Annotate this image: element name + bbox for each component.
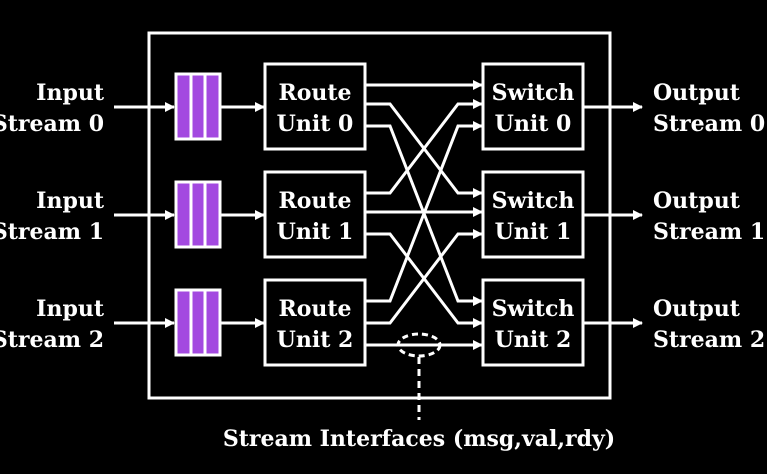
route-unit-2-line2: Unit 2 <box>277 327 354 353</box>
route-unit-0-line1: Route <box>278 80 351 106</box>
queue-0 <box>174 72 222 141</box>
route-unit-1-line2: Unit 1 <box>277 219 354 245</box>
switch-unit-0-line1: Switch <box>492 80 575 106</box>
queue-2 <box>174 288 222 357</box>
route-unit-1: Route Unit 1 <box>263 170 367 259</box>
wire-r2-s1 <box>366 229 483 325</box>
switch-unit-2-line2: Unit 2 <box>495 327 572 353</box>
output-stream-1-line1: Output <box>653 188 741 214</box>
queue-1 <box>174 180 222 249</box>
output-stream-0-line1: Output <box>653 80 741 106</box>
stream-interface-annotation: Stream Interfaces (msg,val,rdy) <box>223 426 615 452</box>
input-stream-0-line1: Input <box>36 80 105 106</box>
input-stream-2-line2: Stream 2 <box>0 327 104 353</box>
switch-unit-1-line2: Unit 1 <box>495 219 572 245</box>
input-stream-1-label: Input Stream 1 <box>0 188 105 245</box>
input-stream-1-line1: Input <box>36 188 105 214</box>
output-stream-1-line2: Stream 1 <box>653 219 765 245</box>
output-stream-2-line2: Stream 2 <box>653 327 765 353</box>
input-stream-0-label: Input Stream 0 <box>0 80 105 137</box>
switch-unit-1: Switch Unit 1 <box>481 170 585 259</box>
output-stream-0-line2: Stream 0 <box>653 111 765 137</box>
input-stream-2-label: Input Stream 2 <box>0 296 105 353</box>
switch-unit-0-line2: Unit 0 <box>495 111 572 137</box>
switch-unit-1-line1: Switch <box>492 188 575 214</box>
wire-r2-s0 <box>366 121 483 303</box>
output-stream-2-line1: Output <box>653 296 741 322</box>
crossbar-wires <box>366 80 483 350</box>
switch-unit-2-line1: Switch <box>492 296 575 322</box>
switch-unit-0: Switch Unit 0 <box>481 62 585 151</box>
output-stream-0-label: Output Stream 0 <box>653 80 765 137</box>
input-stream-1-line2: Stream 1 <box>0 219 104 245</box>
output-stream-1-label: Output Stream 1 <box>653 188 765 245</box>
input-stream-0-line2: Stream 0 <box>0 111 104 137</box>
route-unit-2: Route Unit 2 <box>263 278 367 367</box>
input-stream-2-line1: Input <box>36 296 105 322</box>
stream-interface-ellipse <box>396 332 442 358</box>
route-unit-0: Route Unit 0 <box>263 62 367 151</box>
route-unit-0-line2: Unit 0 <box>277 111 354 137</box>
switch-unit-2: Switch Unit 2 <box>481 278 585 367</box>
route-unit-2-line1: Route <box>278 296 351 322</box>
route-unit-1-line1: Route <box>278 188 351 214</box>
output-stream-2-label: Output Stream 2 <box>653 296 765 353</box>
wire-r1-s0 <box>366 99 483 195</box>
